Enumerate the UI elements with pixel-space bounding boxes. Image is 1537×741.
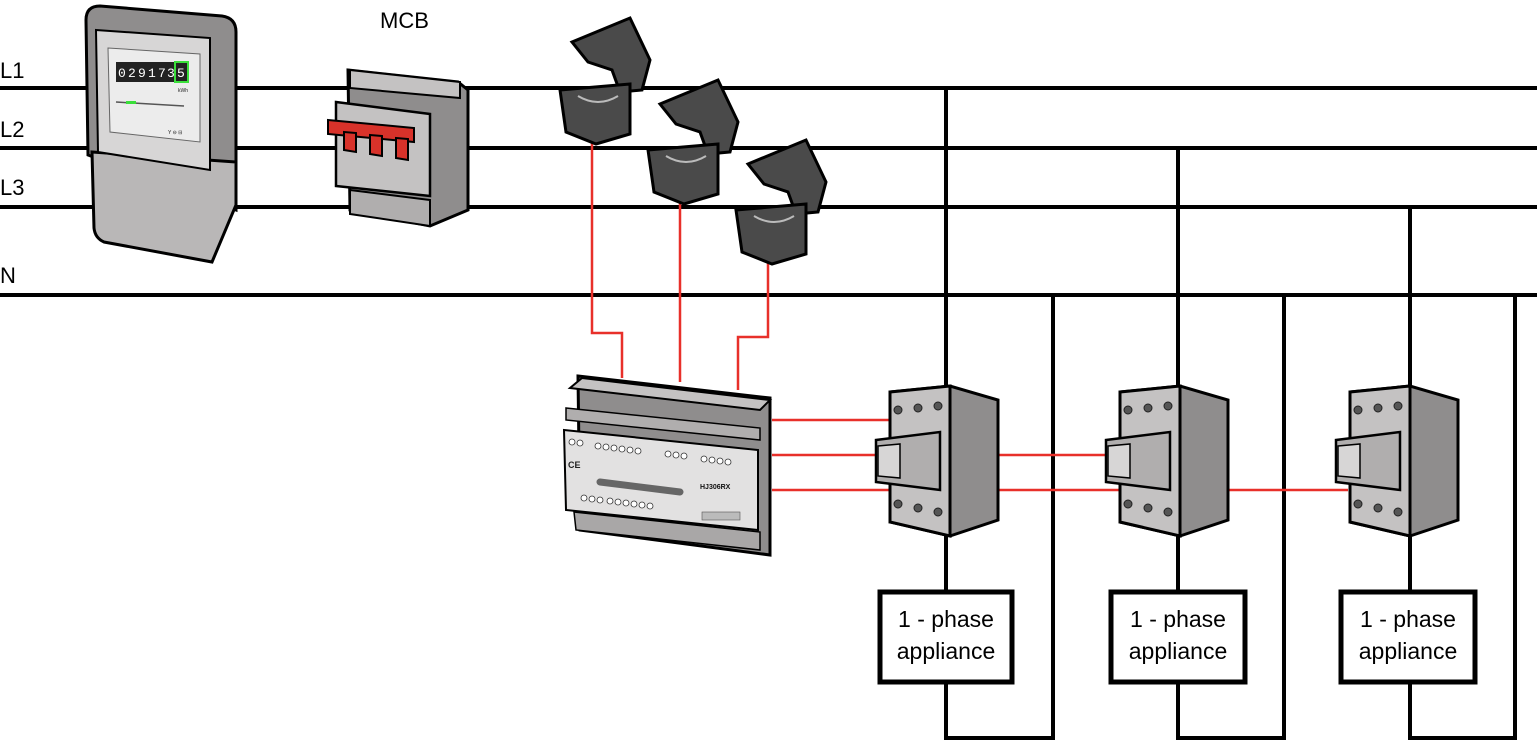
current-clamp — [646, 78, 740, 206]
screw-terminals — [1123, 401, 1173, 517]
energy-meter: 0 2 9 1 7 3 5 kWh Y ⊖ ⊟ — [84, 4, 238, 264]
meter-digit: 7 — [158, 66, 166, 81]
contactor — [874, 384, 1000, 538]
appliance-label-line2: appliance — [1359, 638, 1457, 664]
meter-symbols: Y ⊖ ⊟ — [168, 130, 182, 136]
appliance-box: 1 - phase appliance — [877, 589, 1015, 685]
appliance-label-line1: 1 - phase — [1130, 606, 1226, 632]
mcb — [327, 68, 470, 228]
current-clamp — [734, 138, 828, 266]
mcb-label: MCB — [380, 8, 429, 33]
appliance-box: 1 - phase appliance — [1338, 589, 1478, 685]
label-l2: L2 — [0, 117, 24, 142]
label-n: N — [0, 263, 16, 288]
meter-digit: 2 — [128, 66, 136, 81]
meter-digit: 0 — [118, 66, 126, 81]
controller-ce-mark: CE — [568, 460, 581, 470]
meter-digit: 1 — [148, 66, 156, 81]
controller-module: CE HJ306RX — [562, 374, 773, 557]
label-l1: L1 — [0, 58, 24, 83]
appliance-label-line2: appliance — [897, 638, 995, 664]
current-clamp — [558, 16, 652, 146]
contactor — [1334, 384, 1460, 538]
appliance-box: 1 - phase appliance — [1108, 589, 1248, 685]
meter-unit: kWh — [178, 88, 188, 94]
appliance-label-line1: 1 - phase — [898, 606, 994, 632]
screw-terminals — [893, 401, 943, 517]
label-l3: L3 — [0, 175, 24, 200]
meter-readout: 0 2 9 1 7 3 5 — [118, 66, 185, 81]
meter-digit: 3 — [167, 66, 175, 81]
terminal-holes — [568, 438, 732, 510]
controller-model: HJ306RX — [700, 484, 731, 491]
mcb-levers — [327, 118, 415, 162]
contactor — [1104, 384, 1230, 538]
meter-digit: 9 — [138, 66, 146, 81]
appliance-label-line2: appliance — [1129, 638, 1227, 664]
appliance-label-line1: 1 - phase — [1360, 606, 1456, 632]
screw-terminals — [1353, 401, 1403, 517]
meter-digit: 5 — [177, 66, 185, 81]
